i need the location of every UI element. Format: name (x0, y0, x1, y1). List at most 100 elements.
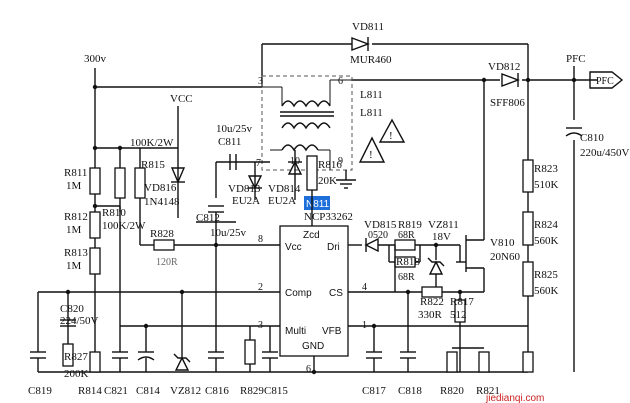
label-r820: R820 (440, 385, 464, 397)
transformer-aux-winding (270, 144, 331, 170)
ground-icon (336, 170, 356, 189)
ic-pin-comp: Comp (285, 288, 312, 299)
label-vd813: VD813 (228, 183, 261, 195)
label-r812: R812 (64, 211, 88, 223)
label-vcc: VCC (170, 93, 193, 105)
svg-text:!: ! (389, 130, 393, 142)
capacitor-c810 (565, 127, 583, 137)
label-r810: R810 (102, 207, 126, 219)
resistor-r823 (522, 159, 534, 193)
label-vz811-value: 18V (432, 231, 451, 243)
label-r829: R829 (240, 385, 264, 397)
label-c811-value: 10u/25v (216, 123, 253, 135)
transformer-boundary (261, 75, 353, 171)
label-c818: C818 (398, 385, 422, 397)
resistor-r827 (62, 343, 74, 367)
ic-pin-zcd: Zcd (303, 230, 320, 241)
label-vd812: VD812 (488, 61, 520, 73)
label-r812-value: 1M (66, 224, 82, 236)
ic-pin-dri: Dri (327, 242, 340, 253)
resistor-r812 (89, 211, 101, 239)
label-vd816-value: 1N4148 (144, 196, 180, 208)
c811-wiring (215, 150, 296, 200)
pfc-output-arrow (589, 71, 624, 89)
junction-dots (65, 77, 577, 375)
label-vd811: VD811 (352, 21, 384, 33)
label-vd815: VD815 (364, 219, 397, 231)
label-r825-value: 560K (534, 285, 559, 297)
label-r824: R824 (534, 219, 558, 231)
capacitor-c820 (60, 319, 76, 327)
resistor-r824 (522, 211, 534, 246)
label-r828: R828 (150, 228, 174, 240)
warning-icon-2: ! (358, 136, 386, 163)
ic-pin-gnd: GND (302, 341, 324, 352)
resistor-r819 (394, 239, 416, 251)
ic-pin-multi: Multi (285, 326, 306, 337)
label-r821: R821 (476, 385, 500, 397)
label-r827: R827 (64, 351, 88, 363)
label-vd813-value: EU2A (232, 195, 260, 207)
label-r810-value-top: 100K/2W (130, 137, 174, 149)
ic-pin-cs: CS (329, 288, 343, 299)
label-300v: 300v (84, 53, 107, 65)
label-pfc-node: PFC (566, 53, 586, 65)
label-vd814: VD814 (268, 183, 301, 195)
label-vd814-value: EU2A (268, 195, 296, 207)
label-vd816: VD816 (144, 182, 177, 194)
label-vz811: VZ811 (428, 219, 459, 231)
resistor-r813 (89, 247, 101, 275)
label-c814: C814 (136, 385, 160, 397)
label-vd815-value: 0520 (368, 230, 388, 241)
diode-vd813 (247, 175, 263, 190)
label-r814: R814 (78, 385, 102, 397)
ic-ref: N811 (306, 199, 330, 210)
resistor-r825 (522, 261, 534, 297)
label-r828-value: 120R (156, 257, 178, 268)
resistor-r816 (306, 155, 318, 191)
diode-vd812 (501, 72, 520, 88)
resistor-r828 (153, 239, 175, 251)
ic-part-number: NCP33262 (304, 211, 353, 223)
label-c810-value: 220u/450V (580, 147, 630, 159)
resistor-r817 (454, 299, 466, 323)
r810-r815-wiring (95, 147, 178, 245)
label-r823-value: 510K (534, 179, 559, 191)
label-r819-value: 68R (398, 230, 415, 241)
top-wiring (94, 43, 598, 372)
diode-vd816 (170, 167, 186, 184)
resistor-r815 (134, 167, 146, 199)
label-c812-value: 10u/25v (210, 227, 247, 239)
warning-icon: ! (378, 118, 406, 143)
label-r815: R815 (141, 159, 165, 171)
gate-drive-wiring (388, 244, 460, 292)
ic-pin-number-gnd: 6 (306, 364, 311, 375)
label-c810: C810 (580, 132, 604, 144)
transformer-pin-6: 6 (338, 76, 343, 87)
label-vz812: VZ812 (170, 385, 201, 397)
label-pfc-arrow: PFC (596, 76, 614, 87)
label-r816-value: 20K (318, 175, 337, 187)
diode-vd814 (287, 160, 303, 175)
label-c820: C820 (60, 303, 84, 315)
label-c820-value: 224/50V (60, 315, 99, 327)
label-c816: C816 (205, 385, 229, 397)
ic-pin-number-comp: 2 (258, 282, 263, 293)
label-r818-value: 68R (398, 272, 415, 283)
label-r822-value: 330R (418, 309, 443, 321)
label-r823: R823 (534, 163, 558, 175)
label-v810-value: 20N60 (490, 251, 520, 263)
diode-vd811 (351, 36, 370, 52)
ic-wiring (37, 206, 528, 373)
ic-pin-vcc: Vcc (285, 242, 302, 253)
label-r825: R825 (534, 269, 558, 281)
label-r813: R813 (64, 247, 88, 259)
transformer-pin-3: 3 (258, 76, 263, 87)
label-r822: R822 (420, 296, 444, 308)
label-r816: R816 (318, 159, 342, 171)
label-c819: C819 (28, 385, 52, 397)
resistor-r822 (421, 286, 443, 298)
resistor-r810 (114, 167, 126, 199)
label-r817: R817 (450, 296, 474, 308)
transformer-ref-1: L811 (360, 89, 383, 101)
